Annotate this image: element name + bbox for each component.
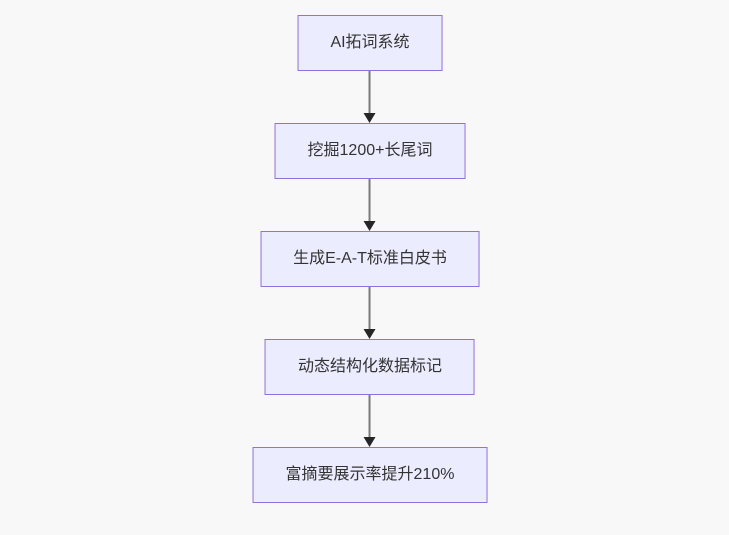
flowchart-arrow-2 [364,179,376,231]
flowchart-node-eat-whitepaper: 生成E-A-T标准白皮书 [260,231,480,287]
arrow-line [369,395,371,438]
flowchart-node-longtail-mining: 挖掘1200+长尾词 [274,123,466,179]
arrow-down-icon [364,221,376,231]
arrow-down-icon [364,329,376,339]
node-label: AI拓词系统 [330,34,410,51]
flowchart-node-rich-snippet-result: 富摘要展示率提升210% [252,447,488,503]
node-label: 动态结构化数据标记 [297,358,442,375]
arrow-down-icon [364,437,376,447]
arrow-down-icon [364,113,376,123]
arrow-line [369,287,371,330]
flowchart-arrow-4 [364,395,376,447]
flowchart-arrow-3 [364,287,376,339]
node-label: 挖掘1200+长尾词 [307,142,433,159]
flowchart-node-ai-system: AI拓词系统 [297,15,443,71]
flowchart-node-structured-data: 动态结构化数据标记 [264,339,475,395]
flowchart-canvas: AI拓词系统 挖掘1200+长尾词 生成E-A-T标准白皮书 动态结构化数据标记… [252,15,488,503]
flowchart-arrow-1 [364,71,376,123]
arrow-line [369,179,371,222]
node-label: 富摘要展示率提升210% [285,466,455,483]
arrow-line [369,71,371,114]
node-label: 生成E-A-T标准白皮书 [293,250,447,267]
